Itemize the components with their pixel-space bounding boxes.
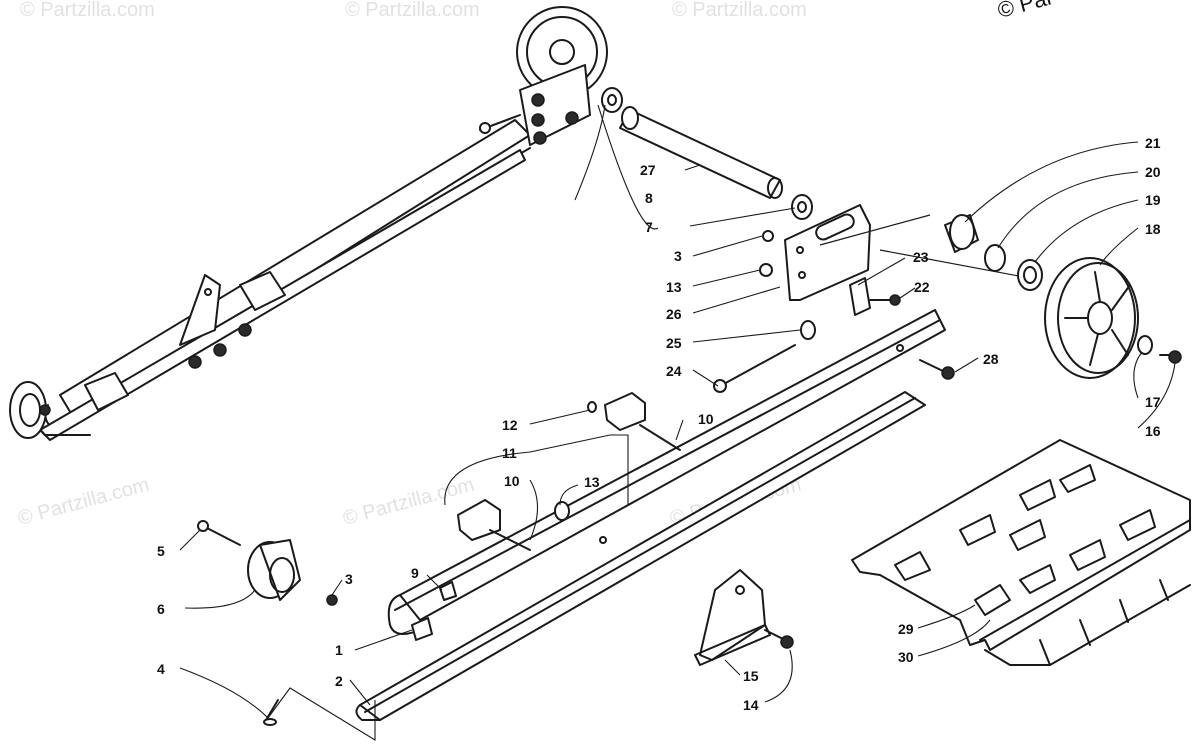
- callout-8: 8: [645, 190, 653, 206]
- callout-2: 2: [335, 673, 343, 689]
- callout-11: 11: [502, 445, 517, 461]
- copyright-mark: © Par: [995, 0, 1056, 23]
- watermark: © Partzilla.com: [20, 0, 155, 21]
- left-slide-rail-assembly: [9, 6, 608, 441]
- callout-23: 23: [913, 249, 929, 265]
- callout-26: 26: [666, 306, 682, 322]
- callout-18: 18: [1145, 221, 1161, 237]
- idler-wheel-assembly: [944, 214, 1182, 379]
- callout-14: 14: [743, 697, 759, 713]
- right-slide-rail-assembly: [355, 309, 955, 721]
- watermark: © Partzilla.com: [672, 0, 807, 21]
- callout-21: 21: [1145, 135, 1161, 151]
- screw: [263, 699, 279, 726]
- watermark: © Partzilla.com: [345, 0, 480, 21]
- callout-20: 20: [1145, 164, 1161, 180]
- track-section: [851, 439, 1191, 666]
- callout-29: 29: [898, 621, 914, 637]
- callout-3: 3: [674, 248, 682, 264]
- callout-13: 13: [584, 474, 600, 490]
- callout-labels: 1 2 3 3 4 5 6 7 8 9 10 10 11 12 13 13 14…: [157, 135, 1161, 713]
- watermark: © Partzilla.com: [16, 474, 152, 530]
- callout-1: 1: [335, 642, 343, 658]
- callout-19: 19: [1145, 192, 1161, 208]
- bogie-wheel-assembly: [197, 520, 338, 606]
- watermark: © Partzilla.com: [341, 474, 477, 530]
- callout-24: 24: [666, 363, 682, 379]
- callout-9: 9: [411, 565, 419, 581]
- callout-27: 27: [640, 162, 656, 178]
- axle-bracket: [713, 204, 1041, 393]
- callout-10: 10: [698, 411, 714, 427]
- callout-30: 30: [898, 649, 914, 665]
- callout-17: 17: [1145, 394, 1161, 410]
- callout-3: 3: [345, 571, 353, 587]
- leader-lines: [179, 104, 1176, 741]
- callout-15: 15: [743, 668, 759, 684]
- callout-28: 28: [983, 351, 999, 367]
- callout-12: 12: [502, 417, 518, 433]
- callout-4: 4: [157, 661, 165, 677]
- callout-10: 10: [504, 473, 520, 489]
- callout-22: 22: [914, 279, 930, 295]
- callout-25: 25: [666, 335, 682, 351]
- callout-5: 5: [157, 543, 165, 559]
- callout-7: 7: [645, 219, 653, 235]
- callout-13: 13: [666, 279, 682, 295]
- callout-16: 16: [1145, 423, 1161, 439]
- callout-6: 6: [157, 601, 165, 617]
- axle-assembly: [601, 87, 813, 220]
